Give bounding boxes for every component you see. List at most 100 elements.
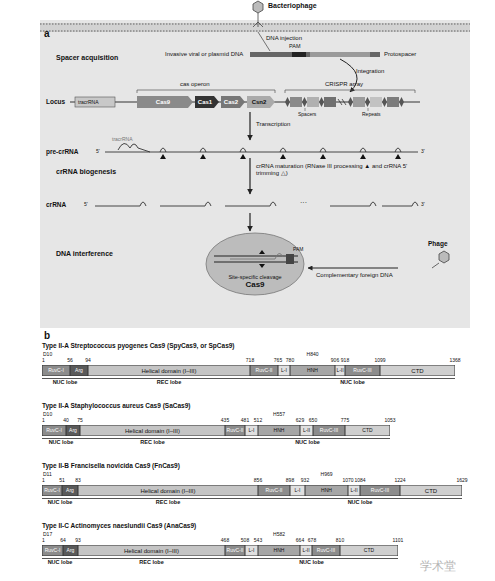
domain-segment: Arg	[70, 365, 88, 376]
residue-number: 1224	[394, 478, 405, 483]
domain-segment: HNH	[290, 365, 335, 376]
residue-number: 1084	[354, 478, 365, 483]
section-label: Locus	[46, 98, 65, 106]
residue-number: 512	[254, 418, 262, 423]
domain-segment: L-I	[278, 365, 290, 376]
gene-name: Cas2	[224, 99, 238, 105]
crispr-locus	[70, 90, 420, 111]
segment-name: L-II	[303, 428, 310, 433]
residue-number: 780	[286, 358, 294, 363]
domain-segment: Arg	[63, 545, 78, 556]
residue-number: 468	[221, 538, 229, 543]
residue-number: 435	[221, 418, 229, 423]
segment-name: CTD	[362, 428, 372, 433]
segment-name: L-II	[302, 548, 309, 553]
segment-name: RuvC-II	[256, 368, 273, 373]
segment-name: RuvC-I	[48, 368, 64, 373]
residue-number: 918	[341, 358, 349, 363]
lobe-label: REC lobe	[88, 378, 250, 386]
residue-number: 481	[241, 418, 249, 423]
domain-segment: RuvC-I	[42, 485, 62, 496]
residue-number: 83	[75, 478, 81, 483]
residue-number: 1	[42, 418, 45, 423]
domain-segment: Helical domain (I–III)	[80, 425, 225, 436]
residue-label: D10	[43, 412, 52, 417]
segment-name: L-II	[336, 368, 343, 373]
lobe-label: NUC lobe	[42, 438, 80, 446]
lobe-label: NUC lobe	[42, 498, 78, 506]
segment-name: Arg	[66, 488, 74, 493]
domain-segment: RuvC-II	[258, 485, 290, 496]
residue-number: 650	[309, 418, 317, 423]
residue-number: 664	[296, 538, 304, 543]
segment-name: RuvC-II	[227, 548, 244, 553]
residue-number: 1629	[456, 478, 467, 483]
section-label: pre-crRNA	[46, 148, 79, 156]
panel-a-background	[40, 20, 470, 328]
domain-segment: CTD	[380, 365, 455, 376]
domain-segment: RuvC-III	[345, 365, 380, 376]
segment-name: HNH	[274, 548, 285, 553]
integration-arrow	[340, 59, 357, 92]
section-label: b	[44, 330, 50, 342]
segment-name: RuvC-I	[44, 488, 60, 493]
domain-segment: L-II	[335, 365, 345, 376]
domain-segment: L-I	[245, 545, 258, 556]
lobe-label: NUC lobe	[225, 438, 390, 446]
text-label: Protospacer	[384, 51, 416, 58]
maturation-arrow	[249, 158, 250, 194]
domain-segment: L-I	[290, 485, 305, 496]
text-label: 5'	[84, 201, 88, 207]
phage-icon	[432, 251, 449, 268]
gene-arrow: Cas2	[221, 96, 245, 108]
domain-segment: Helical domain (I–III)	[78, 485, 258, 496]
domain-segment: HNH	[305, 485, 348, 496]
gene-name: Csn2	[252, 99, 267, 105]
residue-number: 543	[254, 538, 262, 543]
text-label: Invasive viral or plasmid DNA	[165, 51, 243, 58]
domain-segment: RuvC-III	[312, 545, 340, 556]
domain-segment: RuvC-III	[313, 425, 345, 436]
domain-segment: Helical domain (I–III)	[78, 545, 225, 556]
bar-heading: Type II-B Francisella novicida Cas9 (FnC…	[42, 463, 180, 470]
segment-name: RuvC-I	[45, 548, 61, 553]
text-label: tracrRNA	[78, 99, 99, 105]
residue-number: 1368	[449, 358, 460, 363]
text-label: DNA injection	[266, 35, 302, 42]
residue-number: 64	[60, 538, 66, 543]
lobe-label: REC lobe	[78, 498, 258, 506]
residue-number: 93	[75, 538, 81, 543]
text-label: Complementary foreign DNA	[316, 272, 393, 279]
invasive-dna	[250, 32, 380, 57]
segment-name: L-I	[249, 548, 255, 553]
bar-heading: Type II-C Actinomyces naeslundii Cas9 (A…	[42, 523, 196, 530]
domain-segment: RuvC-I	[42, 365, 70, 376]
domain-segment: RuvC-II	[250, 365, 278, 376]
domain-segment: Arg	[62, 485, 78, 496]
domain-bar: Type II-A Staphylococcus aureus Cas9 (Sa…	[42, 425, 390, 436]
cell-membrane	[40, 23, 470, 32]
residue-number: 56	[67, 358, 73, 363]
segment-name: RuvC-III	[317, 548, 335, 553]
text-label: Repeats	[362, 111, 381, 117]
domain-segment: RuvC-II	[225, 425, 245, 436]
residue-number: 1099	[374, 358, 385, 363]
residue-number: 678	[308, 538, 316, 543]
residue-number: 75	[77, 418, 83, 423]
text-label: 3'	[421, 201, 425, 207]
protein-name: Cas9	[245, 280, 264, 289]
segment-name: RuvC-III	[320, 428, 338, 433]
segment-name: Helical domain (I–III)	[140, 488, 195, 494]
gene-name: Cas9	[156, 99, 170, 105]
domain-segment: HNH	[258, 425, 300, 436]
segment-name: HNH	[307, 368, 318, 373]
segment-name: Arg	[69, 428, 77, 433]
text-label: PAM	[289, 43, 301, 50]
bar-heading: Type II-A Staphylococcus aureus Cas9 (Sa…	[42, 403, 190, 410]
domain-bar: Type II-B Francisella novicida Cas9 (FnC…	[42, 485, 462, 496]
lobe-label: NUC lobe	[225, 558, 398, 566]
segment-name: Helical domain (I–III)	[125, 428, 180, 434]
section-label: Phage	[428, 240, 448, 248]
domain-bar: Type II-C Actinomyces naeslundii Cas9 (A…	[42, 545, 398, 556]
transcription-arrow	[249, 112, 250, 140]
